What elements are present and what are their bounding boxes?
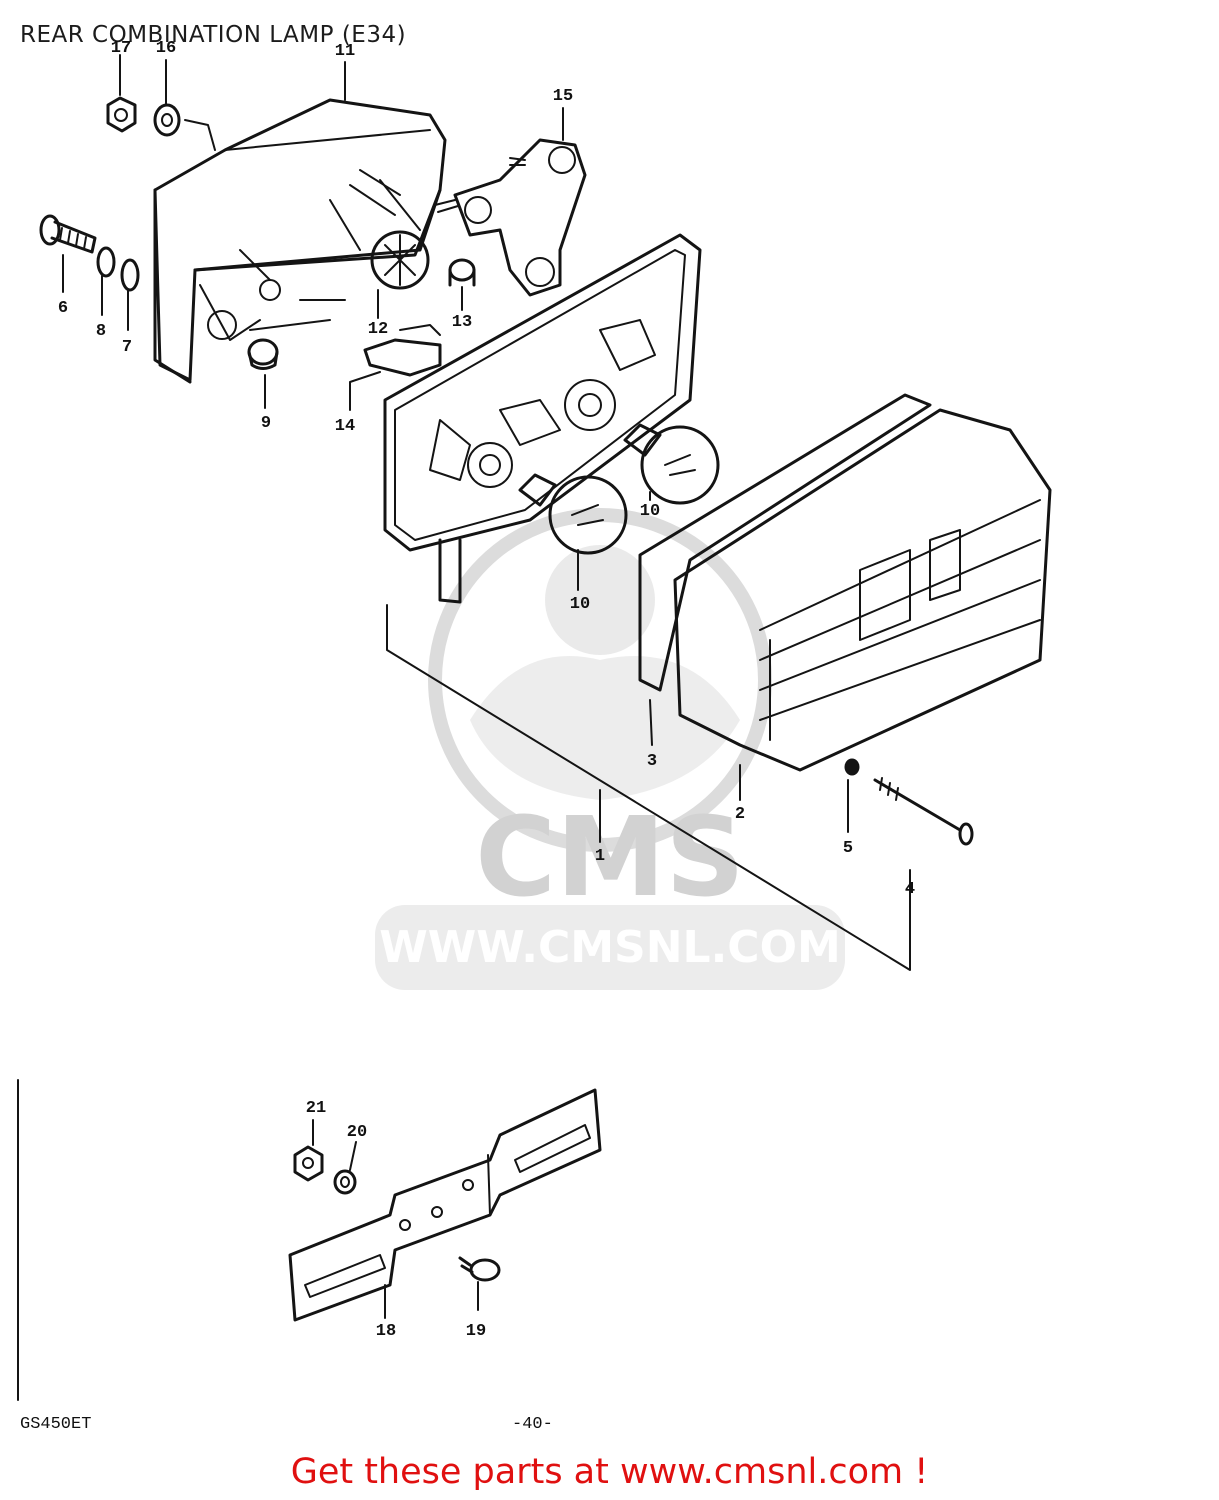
part-3-gasket: [638, 393, 932, 692]
part-12-socket: [370, 230, 430, 290]
part-14-connector: [363, 324, 442, 377]
page-number: -40-: [512, 1415, 553, 1434]
model-code: GS450ET: [20, 1415, 91, 1434]
callout-1: 1: [595, 847, 605, 866]
callout-16: 16: [156, 39, 176, 58]
callout-12: 12: [368, 320, 388, 339]
callout-3: 3: [647, 752, 657, 771]
page-title: REAR COMBINATION LAMP (E34): [20, 22, 407, 48]
part-10-bulb-upper: [623, 423, 720, 505]
watermark-brand: CMS: [475, 793, 744, 921]
part-13-bushing: [448, 258, 476, 287]
get-parts-link[interactable]: Get these parts at www.cmsnl.com !: [290, 1452, 929, 1492]
callout-13: 13: [452, 313, 472, 332]
part-8-washer: [96, 246, 116, 278]
callout-6: 6: [58, 299, 68, 318]
callout-18: 18: [376, 1322, 396, 1341]
callout-4: 4: [905, 880, 915, 899]
part-6-bolt: [39, 214, 97, 254]
part-19-bolt: [458, 1256, 501, 1311]
part-17-nut: [106, 96, 137, 133]
callout-5: 5: [843, 839, 853, 858]
callout-labels: 17 16 11 15 6 8 7 12 13 9 14 10 10 3 2 5…: [58, 39, 915, 1341]
part-11-housing: [153, 98, 447, 384]
part-20-washer: [333, 1169, 357, 1195]
callout-8: 8: [96, 322, 106, 341]
callout-11: 11: [335, 42, 355, 61]
callout-17: 17: [111, 39, 131, 58]
part-7-washer: [120, 258, 140, 292]
callout-14: 14: [335, 417, 355, 436]
part-9-grommet: [247, 338, 279, 370]
watermark-url: WWW.CMSNL.COM: [379, 922, 841, 973]
part-1-base-plate: [383, 233, 702, 604]
part-2-lens: [673, 408, 1052, 772]
leader-lines: [62, 54, 651, 1319]
part-16-washer: [153, 103, 216, 151]
part-5-nut: [844, 758, 860, 776]
callout-9: 9: [261, 414, 271, 433]
assembly-bracket-lines: [386, 604, 911, 971]
callout-2: 2: [735, 805, 745, 824]
watermark-logo: CMS WWW.CMSNL.COM: [375, 508, 845, 990]
callout-21: 21: [306, 1099, 326, 1118]
callout-15: 15: [553, 87, 573, 106]
part-4-screw: [873, 777, 974, 846]
part-10-bulb-lower: [518, 473, 628, 555]
part-18-license-bracket: [288, 1088, 602, 1322]
callout-19: 19: [466, 1322, 486, 1341]
part-21-nut: [293, 1145, 324, 1182]
callout-10-upper: 10: [640, 502, 660, 521]
callout-7: 7: [122, 338, 132, 357]
part-15-bracket: [434, 138, 587, 297]
callout-20: 20: [347, 1123, 367, 1142]
callout-10-lower: 10: [570, 595, 590, 614]
